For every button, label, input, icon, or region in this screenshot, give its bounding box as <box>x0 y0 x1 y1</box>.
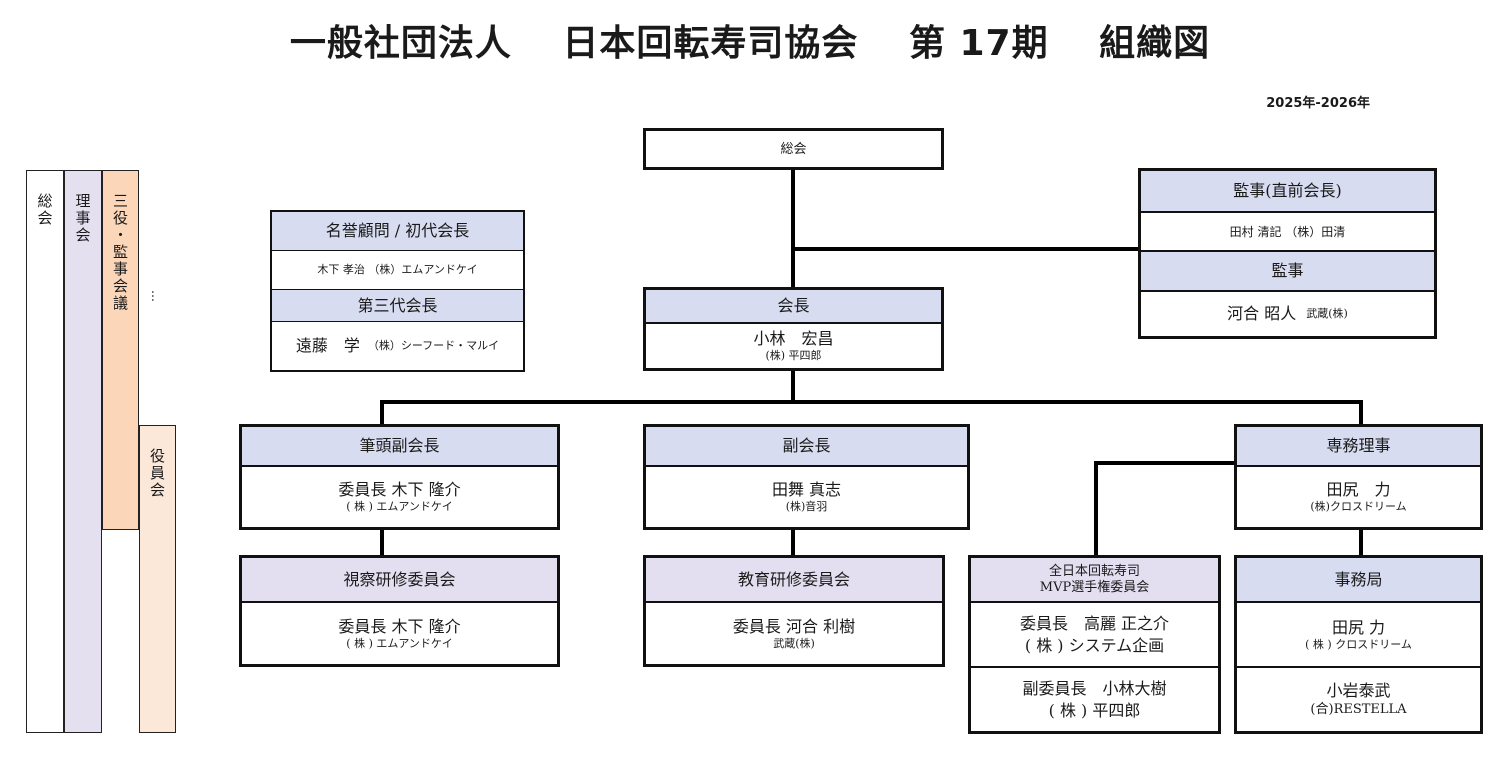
sidebar-bar-sanyaku: 三役・監事会議 <box>102 170 139 530</box>
vp-name: 田舞 真志 <box>771 480 842 499</box>
inspection-committee-header: 視察研修委員会 <box>343 569 456 589</box>
managing-director-box: 専務理事 田尻 力 (株)クロスドリーム <box>1234 424 1483 530</box>
auditor2-company: 武蔵(株) <box>1306 307 1348 320</box>
auditor2-header: 監事 <box>1271 261 1304 280</box>
president-name: 小林 宏昌 <box>753 329 834 348</box>
third-president-header: 第三代会長 <box>357 295 438 315</box>
president-header: 会長 <box>777 296 810 315</box>
mvp-committee-chair-company: ( 株 ) システム企画 <box>1024 635 1165 655</box>
president-box: 会長 小林 宏昌 (株) 平四郎 <box>643 287 944 371</box>
auditor2-name: 河合 昭人 <box>1227 304 1297 323</box>
vp-header: 副会長 <box>782 436 831 455</box>
senior-vp-box: 筆頭副会長 委員長 木下 隆介 ( 株 ) エムアンドケイ <box>239 424 560 530</box>
sidebar-bar-soukai-label: 総会 <box>35 193 54 227</box>
mvp-committee-header-line2: MVP選手権委員会 <box>1039 579 1150 595</box>
connector-line <box>380 400 384 426</box>
education-committee-box: 教育研修委員会 委員長 河合 利樹 武蔵(株) <box>643 555 945 667</box>
connector-line <box>791 168 795 288</box>
mvp-committee-header-line1: 全日本回転寿司 <box>1048 563 1140 579</box>
connector-line <box>791 247 1139 251</box>
connector-line <box>791 369 795 402</box>
managing-director-name: 田尻 力 <box>1326 480 1391 499</box>
honorary-advisor-header: 名誉顧問 / 初代会長 <box>325 221 470 240</box>
connector-line <box>380 528 384 556</box>
general-meeting-label: 総会 <box>780 141 807 157</box>
connector-line <box>1094 461 1098 556</box>
managing-director-company: (株)クロスドリーム <box>1310 500 1407 513</box>
education-committee-chair: 委員長 河合 利樹 <box>732 616 856 636</box>
secretariat-box: 事務局 田尻 力 ( 株 ) クロスドリーム 小岩泰武 (合)RESTELLA <box>1234 555 1483 734</box>
connector-line <box>1094 461 1236 465</box>
honorary-advisor-name: 木下 孝治 （株）エムアンドケイ <box>317 263 478 276</box>
connector-line <box>380 400 1363 404</box>
sidebar-bar-rijikai-label: 理事会 <box>73 193 92 244</box>
senior-vp-company: ( 株 ) エムアンドケイ <box>346 500 453 513</box>
third-president-name: 遠藤 学 <box>295 336 360 355</box>
mvp-committee-vice-chair-company: ( 株 ) 平四郎 <box>1048 700 1141 720</box>
sidebar-bar-yakuinkai-label: 役員会 <box>148 448 166 499</box>
mvp-committee-chair: 委員長 高麗 正之介 <box>1019 613 1170 633</box>
sidebar-bar-rijikai: 理事会 <box>64 170 102 733</box>
auditor1-name: 田村 清記 （株）田清 <box>1229 224 1346 239</box>
secretariat-member1-company: ( 株 ) クロスドリーム <box>1305 637 1412 651</box>
page-title: 一般社団法人 日本回転寿司協会 第 17期 組織図 <box>289 23 1211 64</box>
third-president-company: （株）シーフード・マルイ <box>367 339 500 352</box>
advisors-box: 名誉顧問 / 初代会長 木下 孝治 （株）エムアンドケイ 第三代会長 遠藤 学 … <box>270 210 525 372</box>
general-meeting-box: 総会 <box>643 128 944 170</box>
managing-director-header: 専務理事 <box>1326 436 1391 455</box>
auditors-box: 監事(直前会長) 田村 清記 （株）田清 監事 河合 昭人 武蔵(株) <box>1138 168 1437 339</box>
auditor1-header: 監事(直前会長) <box>1233 181 1342 200</box>
connector-line <box>1359 400 1363 426</box>
connector-line <box>791 528 795 556</box>
period-label: 2025年-2026年 <box>1266 96 1370 111</box>
connector-line <box>1359 528 1363 556</box>
inspection-committee-company: ( 株 ) エムアンドケイ <box>346 636 453 650</box>
inspection-committee-box: 視察研修委員会 委員長 木下 隆介 ( 株 ) エムアンドケイ <box>239 555 560 667</box>
sidebar-bar-yakuinkai: 役員会 <box>139 425 176 733</box>
inspection-committee-chair: 委員長 木下 隆介 <box>338 616 461 636</box>
vp-company: (株)音羽 <box>785 500 828 513</box>
sidebar-bar-soukai: 総会 <box>26 170 64 733</box>
sidebar-ellipsis: … <box>149 290 163 302</box>
secretariat-member1-name: 田尻 力 <box>1331 617 1386 637</box>
education-committee-header: 教育研修委員会 <box>737 569 850 589</box>
mvp-committee-box: 全日本回転寿司 MVP選手権委員会 委員長 高麗 正之介 ( 株 ) システム企… <box>968 555 1221 734</box>
senior-vp-name: 委員長 木下 隆介 <box>338 480 461 499</box>
secretariat-member2-company: (合)RESTELLA <box>1310 702 1407 717</box>
secretariat-header: 事務局 <box>1334 569 1383 589</box>
education-committee-company: 武蔵(株) <box>773 636 815 650</box>
president-company: (株) 平四郎 <box>765 349 822 362</box>
mvp-committee-vice-chair: 副委員長 小林大樹 <box>1022 678 1167 698</box>
senior-vp-header: 筆頭副会長 <box>359 436 440 455</box>
secretariat-member2-name: 小岩泰武 <box>1326 681 1391 700</box>
vp-box: 副会長 田舞 真志 (株)音羽 <box>643 424 970 530</box>
sidebar-bar-sanyaku-label: 三役・監事会議 <box>111 193 129 312</box>
